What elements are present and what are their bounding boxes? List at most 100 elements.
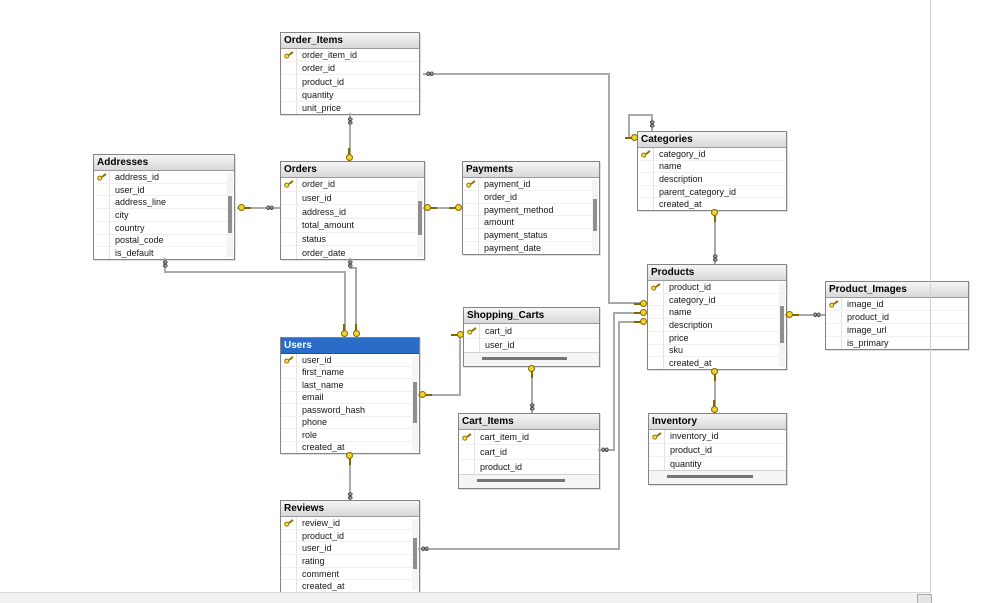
column-row[interactable]: cart_item_id bbox=[459, 430, 599, 445]
horizontal-scrollbar-track[interactable] bbox=[0, 592, 932, 603]
column-row[interactable]: phone bbox=[281, 416, 419, 429]
column-row[interactable]: created_at bbox=[648, 357, 786, 370]
relationship-line[interactable] bbox=[608, 73, 610, 304]
column-row[interactable]: product_id bbox=[649, 443, 786, 458]
column-row[interactable]: quantity bbox=[281, 88, 419, 102]
relationship-line[interactable] bbox=[618, 321, 647, 323]
vertical-scrollbar[interactable] bbox=[779, 283, 785, 367]
table-header[interactable]: Orders bbox=[281, 162, 424, 178]
relationship-line[interactable] bbox=[344, 271, 346, 337]
scrollbar-thumb[interactable] bbox=[477, 479, 566, 482]
column-row[interactable]: first_name bbox=[281, 366, 419, 379]
column-row[interactable]: name bbox=[638, 160, 786, 174]
column-row[interactable]: postal_code bbox=[94, 234, 234, 248]
column-row[interactable]: rating bbox=[281, 555, 419, 568]
column-row[interactable]: user_id bbox=[281, 542, 419, 556]
column-row[interactable]: created_at bbox=[281, 441, 419, 453]
column-row[interactable]: city bbox=[94, 209, 234, 222]
column-row[interactable]: status bbox=[281, 232, 424, 247]
column-row[interactable]: user_id bbox=[281, 354, 419, 367]
column-row[interactable]: order_id bbox=[281, 62, 419, 76]
scrollbar-thumb[interactable] bbox=[481, 357, 567, 360]
column-row[interactable]: order_id bbox=[281, 178, 424, 192]
relationship-line[interactable] bbox=[613, 312, 647, 314]
column-row[interactable]: role bbox=[281, 429, 419, 442]
relationship-line[interactable] bbox=[164, 271, 346, 273]
relationship-line[interactable] bbox=[613, 312, 615, 451]
table-header[interactable]: Addresses bbox=[94, 155, 234, 171]
relationship-line[interactable] bbox=[423, 207, 462, 209]
column-row[interactable]: user_id bbox=[281, 191, 424, 206]
scrollbar-thumb[interactable] bbox=[666, 475, 754, 478]
relationship-line[interactable] bbox=[608, 302, 647, 304]
column-row[interactable]: comment bbox=[281, 567, 419, 581]
horizontal-scrollbar[interactable] bbox=[459, 474, 599, 488]
relationship-line[interactable] bbox=[714, 368, 716, 413]
relationship-line[interactable] bbox=[418, 548, 620, 550]
relationship-line[interactable] bbox=[628, 114, 653, 116]
column-row[interactable]: product_id bbox=[459, 460, 599, 474]
column-row[interactable]: cart_id bbox=[459, 445, 599, 460]
column-row[interactable]: payment_method bbox=[463, 203, 599, 217]
column-row[interactable]: category_id bbox=[638, 148, 786, 161]
column-row[interactable]: payment_status bbox=[463, 229, 599, 243]
table-header[interactable]: Reviews bbox=[281, 501, 419, 517]
relationship-line[interactable] bbox=[349, 452, 351, 500]
scrollbar-thumb[interactable] bbox=[917, 594, 932, 603]
relationship-line[interactable] bbox=[418, 394, 461, 396]
column-row[interactable]: description bbox=[648, 319, 786, 332]
table-header[interactable]: Payments bbox=[463, 162, 599, 178]
column-row[interactable]: order_item_id bbox=[281, 49, 419, 63]
scrollbar-thumb[interactable] bbox=[228, 195, 232, 233]
relationship-line[interactable] bbox=[628, 114, 630, 139]
column-row[interactable]: payment_id bbox=[463, 178, 599, 191]
column-row[interactable]: country bbox=[94, 221, 234, 235]
table-header[interactable]: Cart_Items bbox=[459, 414, 599, 430]
column-row[interactable]: name bbox=[648, 306, 786, 320]
column-row[interactable]: review_id bbox=[281, 517, 419, 530]
column-row[interactable]: user_id bbox=[464, 338, 599, 352]
horizontal-scrollbar[interactable] bbox=[464, 352, 599, 366]
relationship-line[interactable] bbox=[618, 321, 620, 550]
column-row[interactable]: description bbox=[638, 173, 786, 186]
relationship-line[interactable] bbox=[459, 335, 461, 396]
column-row[interactable]: image_id bbox=[826, 298, 968, 311]
column-row[interactable]: product_id bbox=[281, 529, 419, 543]
column-row[interactable]: image_url bbox=[826, 324, 968, 337]
column-row[interactable]: last_name bbox=[281, 379, 419, 392]
relationship-line[interactable] bbox=[714, 209, 716, 264]
vertical-scrollbar[interactable] bbox=[417, 180, 423, 257]
vertical-scrollbar[interactable] bbox=[592, 180, 598, 252]
column-row[interactable]: order_id bbox=[463, 190, 599, 204]
table-header[interactable]: Products bbox=[648, 265, 786, 281]
column-row[interactable]: user_id bbox=[94, 183, 234, 197]
column-row[interactable]: inventory_id bbox=[649, 430, 786, 444]
column-row[interactable]: quantity bbox=[649, 457, 786, 471]
column-row[interactable]: email bbox=[281, 391, 419, 404]
column-row[interactable]: payment_date bbox=[463, 242, 599, 254]
relationship-line[interactable] bbox=[349, 113, 351, 161]
vertical-scrollbar[interactable] bbox=[227, 173, 233, 257]
horizontal-scrollbar[interactable] bbox=[649, 470, 786, 484]
column-row[interactable]: created_at bbox=[638, 198, 786, 210]
column-row[interactable]: address_line bbox=[94, 196, 234, 210]
relationship-line[interactable] bbox=[531, 365, 533, 413]
table-header[interactable]: Order_Items bbox=[281, 33, 419, 49]
table-header[interactable]: Product_Images bbox=[826, 282, 968, 298]
column-row[interactable]: is_default bbox=[94, 247, 234, 260]
column-row[interactable]: order_date bbox=[281, 246, 424, 260]
vertical-scrollbar[interactable] bbox=[412, 356, 418, 451]
relationship-line[interactable] bbox=[423, 73, 609, 75]
column-row[interactable]: total_amount bbox=[281, 219, 424, 233]
column-row[interactable]: parent_category_id bbox=[638, 185, 786, 199]
